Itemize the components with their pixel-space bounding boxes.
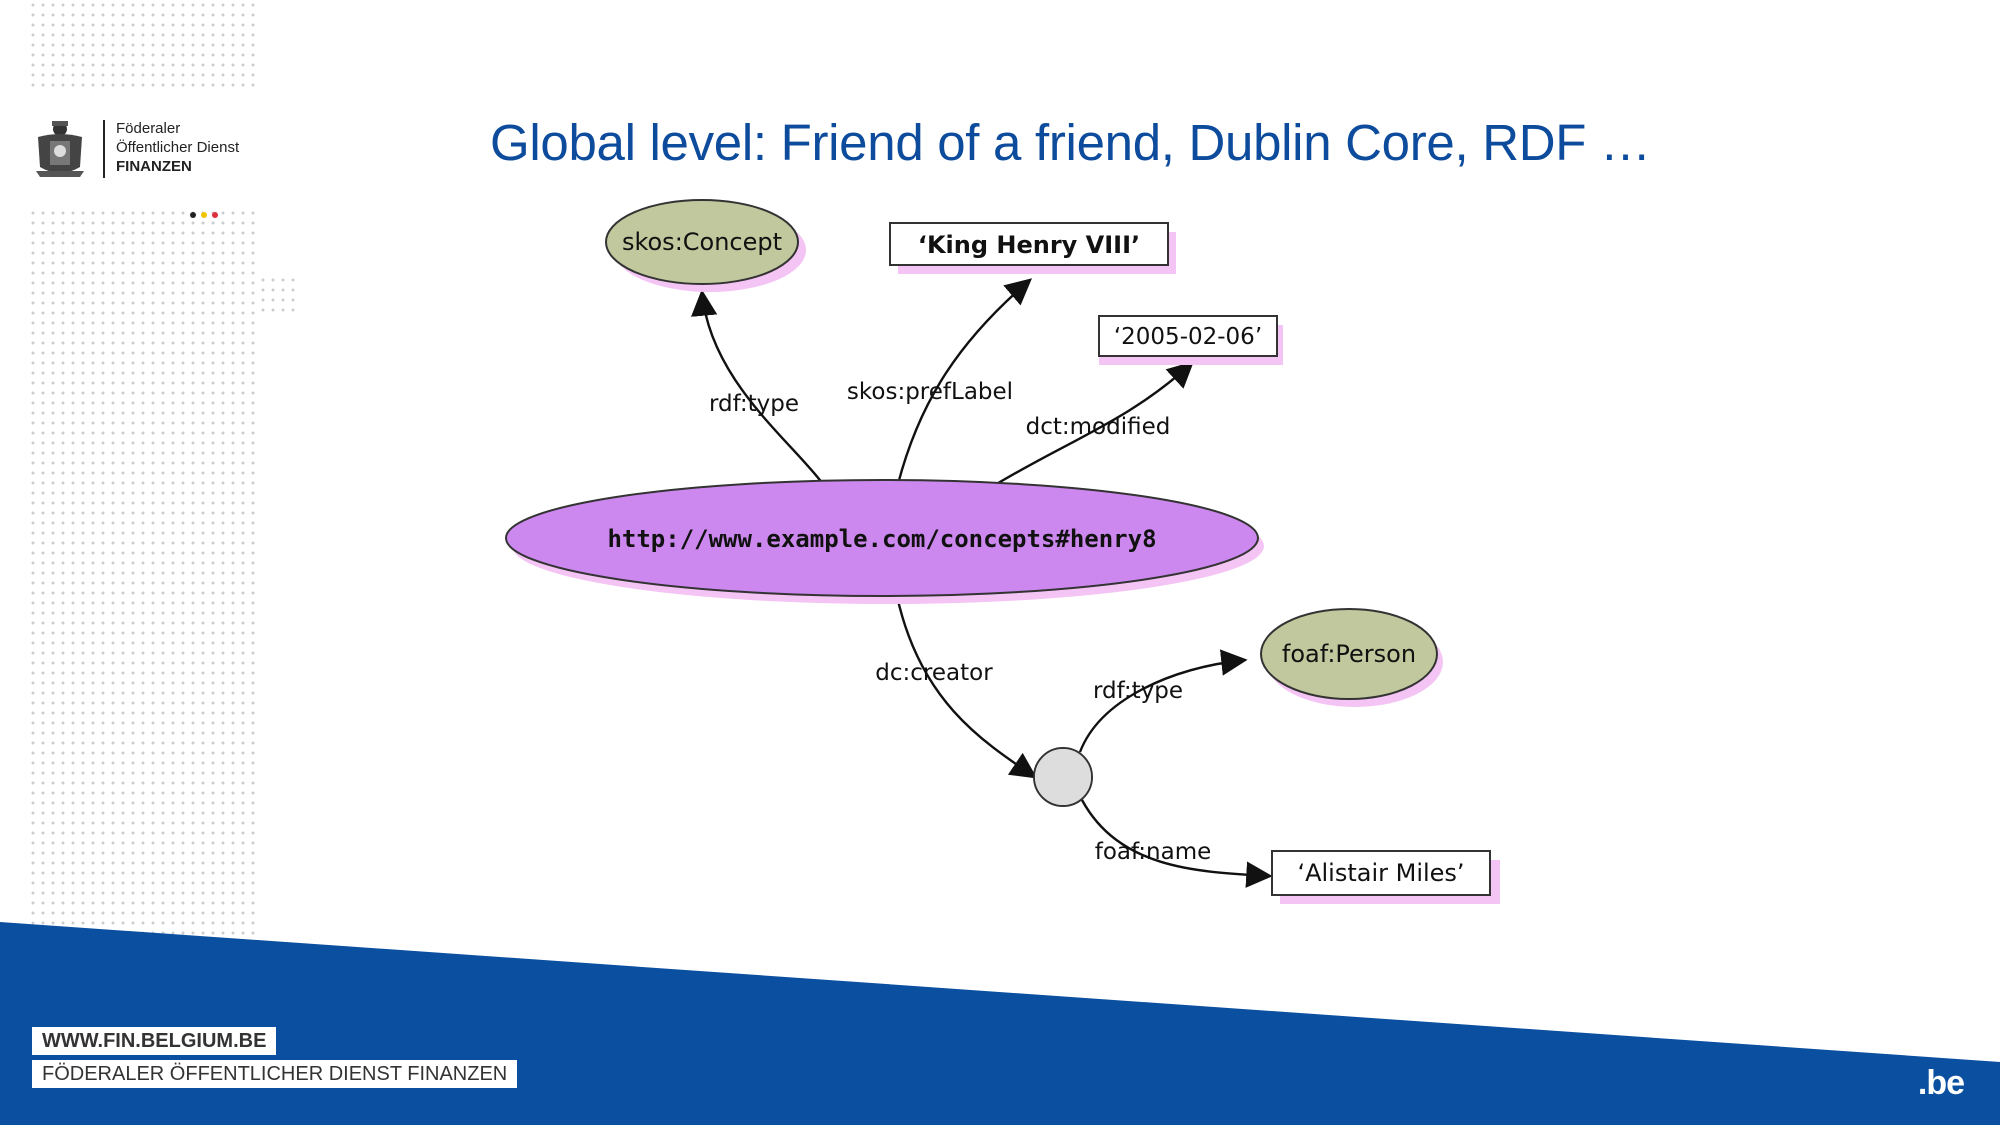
dot-pattern-side xyxy=(28,208,258,1098)
footer-url-badge[interactable]: WWW.FIN.BELGIUM.BE xyxy=(32,1027,277,1055)
edge-label-dc-creator: dc:creator xyxy=(875,660,993,686)
logo-line-1: Föderaler xyxy=(116,120,181,137)
edge-rdf-type-1 xyxy=(691,289,824,485)
coat-of-arms-icon xyxy=(36,121,84,177)
edge-skos-preflabel xyxy=(896,278,1033,485)
rdf-graph-diagram: skos:Concept ‘King Henry VIII’ ‘2005-02-… xyxy=(505,199,1500,904)
edge-label-dct-modified: dct:modified xyxy=(1026,414,1171,440)
logo-line-3: FINANZEN xyxy=(116,158,192,175)
footer-org-text: FÖDERALER ÖFFENTLICHER DIENST FINANZEN xyxy=(42,1063,508,1085)
edge-label-rdf-type-1: rdf:type xyxy=(709,391,799,417)
edge-rdf-type-2 xyxy=(1078,649,1248,753)
edge-label-foaf-name: foaf:name xyxy=(1095,839,1212,865)
foaf-person-node xyxy=(1260,608,1438,700)
dot-pattern-side-extra xyxy=(258,275,298,315)
name-literal-node xyxy=(1271,850,1491,896)
central-resource-uri: http://www.example.com/concepts#henry8 xyxy=(607,525,1156,553)
dot-pattern-top xyxy=(28,0,258,90)
modified-literal-text: ‘2005-02-06’ xyxy=(1114,324,1262,350)
be-brand-mark: .be xyxy=(1917,1064,1965,1102)
edge-label-skos-preflabel: skos:prefLabel xyxy=(847,379,1013,405)
preflabel-literal-node xyxy=(889,222,1169,266)
central-resource-node xyxy=(505,479,1259,597)
name-literal-text: ‘Alistair Miles’ xyxy=(1297,859,1464,887)
slide-title: Global level: Friend of a friend, Dublin… xyxy=(490,114,1651,171)
foaf-person-label: foaf:Person xyxy=(1282,640,1416,668)
skos-concept-node xyxy=(605,199,799,285)
modified-literal-node xyxy=(1098,315,1278,357)
skos-concept-label: skos:Concept xyxy=(622,228,782,256)
flag-dots xyxy=(190,212,218,218)
preflabel-literal-text: ‘King Henry VIII’ xyxy=(918,231,1140,259)
footer-org-badge: FÖDERALER ÖFFENTLICHER DIENST FINANZEN xyxy=(32,1060,518,1088)
edge-dc-creator xyxy=(895,595,1038,779)
logo-separator xyxy=(103,120,105,178)
federal-logo: Föderaler Öffentlicher Dienst FINANZEN xyxy=(30,117,260,183)
logo-line-2: Öffentlicher Dienst xyxy=(116,139,240,156)
edge-dct-modified xyxy=(994,361,1194,487)
edge-label-rdf-type-2: rdf:type xyxy=(1093,678,1183,704)
footer-url-text: WWW.FIN.BELGIUM.BE xyxy=(42,1030,267,1052)
blank-node-fill xyxy=(1035,749,1091,805)
edge-foaf-name xyxy=(1080,799,1273,888)
